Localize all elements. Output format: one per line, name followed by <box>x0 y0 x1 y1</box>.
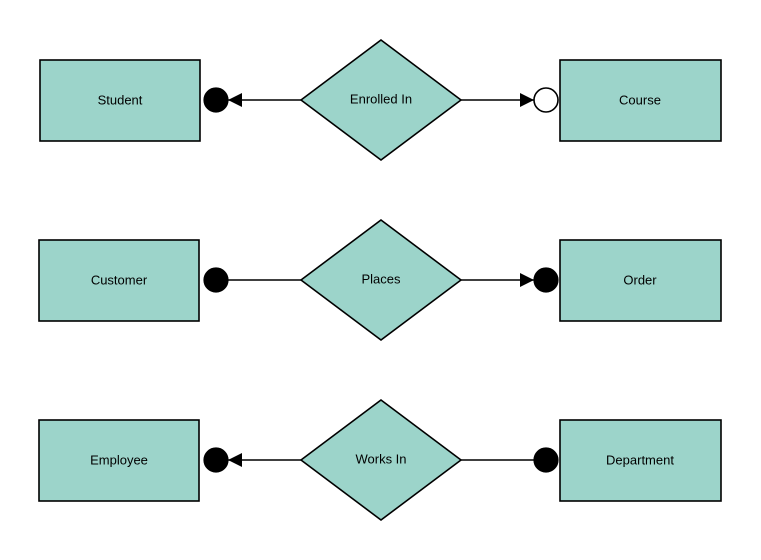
entity-box-student[interactable] <box>39 59 201 142</box>
arrowhead-right-2 <box>520 273 534 287</box>
relationship-diamond-places[interactable] <box>299 219 463 341</box>
relationship-row-places: Customer Places Order <box>38 219 722 341</box>
relationship-diamond-works-in[interactable] <box>299 399 463 521</box>
arrowhead-right-1 <box>520 93 534 107</box>
cardinality-marker-filled-circle-order[interactable] <box>533 267 559 293</box>
relationship-row-works-in: Employee Works In Department <box>38 399 722 521</box>
relationship-row-enrolled-in: Student Enrolled In Course <box>39 39 722 161</box>
relationship-diamond-enrolled-in[interactable] <box>299 39 463 161</box>
cardinality-marker-open-circle-course[interactable] <box>533 87 559 113</box>
entity-box-course[interactable] <box>559 59 722 142</box>
entity-box-department[interactable] <box>559 419 722 502</box>
entity-box-employee[interactable] <box>38 419 200 502</box>
cardinality-marker-filled-circle-customer[interactable] <box>203 267 229 293</box>
entity-box-customer[interactable] <box>38 239 200 322</box>
entity-box-order[interactable] <box>559 239 722 322</box>
cardinality-marker-filled-circle-department[interactable] <box>533 447 559 473</box>
cardinality-marker-filled-circle-employee[interactable] <box>203 447 229 473</box>
cardinality-marker-filled-circle-student[interactable] <box>203 87 229 113</box>
arrowhead-left-3 <box>228 453 242 467</box>
arrowhead-left-1 <box>228 93 242 107</box>
